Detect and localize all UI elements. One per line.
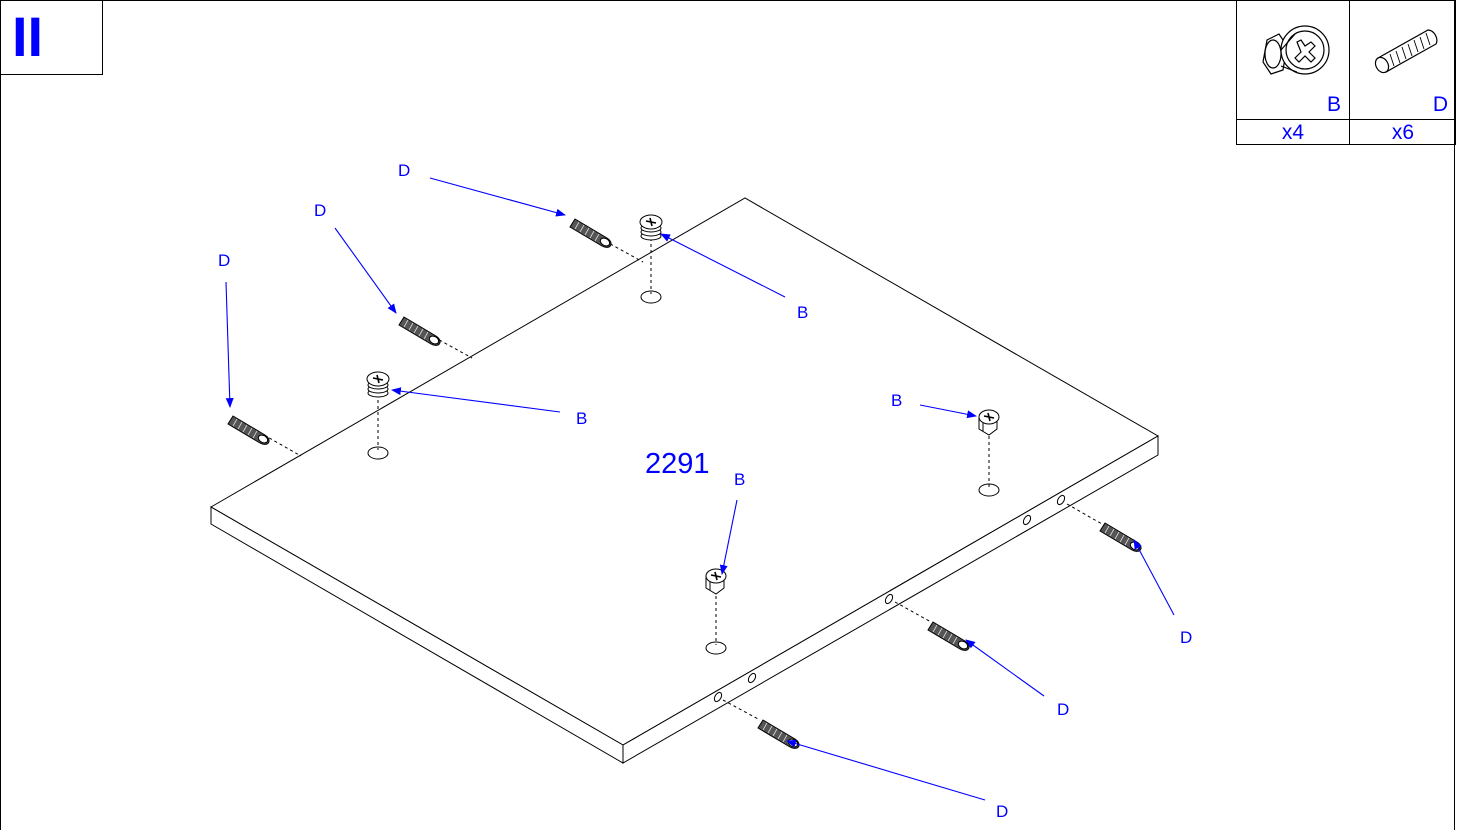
callout-d-4: D xyxy=(1180,628,1192,647)
parts-cell-d: D xyxy=(1350,0,1456,119)
edge-holes xyxy=(713,494,1066,703)
callout-d-2: D xyxy=(314,201,326,220)
part-number-label: 2291 xyxy=(645,448,710,480)
dowel-d-2 xyxy=(398,316,441,347)
parts-quantity-d: x6 xyxy=(1391,121,1415,144)
parts-letter-d: D xyxy=(1432,93,1448,116)
panel-board xyxy=(210,197,1160,764)
callout-arrows xyxy=(225,177,1175,801)
dowel-d-1 xyxy=(569,218,612,249)
dowel-d-6 xyxy=(757,719,800,750)
parts-table: B D x4 x6 xyxy=(1236,0,1456,145)
wooden-dowel-icon xyxy=(1374,29,1438,74)
top-holes xyxy=(367,290,1000,655)
callout-b-3: B xyxy=(891,391,902,410)
dowel-d-4 xyxy=(1099,522,1142,553)
cam-lock-fitting-icon xyxy=(1262,25,1330,75)
callout-d-5: D xyxy=(1057,700,1069,719)
callout-b-2: B xyxy=(576,409,587,428)
callout-d-6: D xyxy=(996,802,1008,821)
callout-b-4: B xyxy=(734,470,745,489)
parts-quantity-b: x4 xyxy=(1237,120,1350,145)
step-number-box: II xyxy=(0,0,103,75)
cam-b-1 xyxy=(639,214,663,241)
callout-d-1: D xyxy=(398,161,410,180)
callout-b-1: B xyxy=(797,303,808,322)
step-number: II xyxy=(12,5,44,68)
callout-d-3: D xyxy=(218,251,230,270)
dowel-d-5 xyxy=(927,621,970,652)
cam-b-2 xyxy=(366,371,390,398)
parts-quantity-row: x4 x6 xyxy=(1237,119,1456,145)
parts-cell-b: B xyxy=(1237,0,1350,119)
dowel-d-3 xyxy=(227,415,270,446)
parts-letter-b: B xyxy=(1326,93,1341,116)
